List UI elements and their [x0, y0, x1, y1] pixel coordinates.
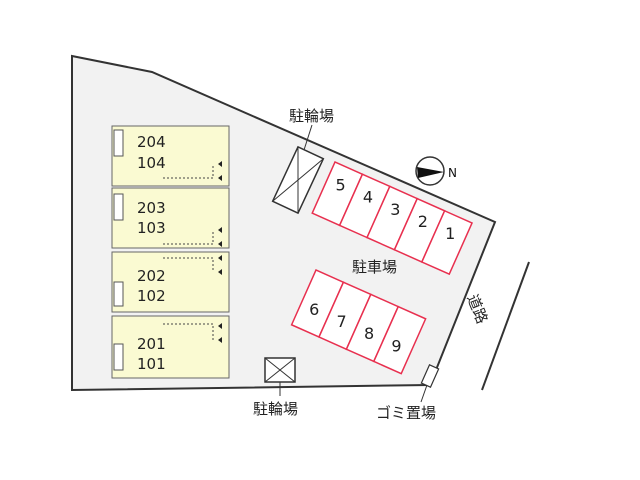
parking-row-lower: 6 7 8 9 — [290, 269, 427, 375]
garbage-area — [420, 364, 440, 388]
unit-block-1: 204 104 — [111, 125, 230, 187]
bicycle-parking-top-label: 駐輪場 — [289, 107, 334, 125]
garbage-label: ゴミ置場 — [376, 404, 436, 422]
bicycle-parking-top-leader — [303, 124, 313, 151]
unit-number-upper: 202 — [137, 267, 166, 285]
svg-text:8: 8 — [364, 324, 374, 343]
svg-text:1: 1 — [445, 224, 455, 243]
building: 204 104 203 103 202 102 201 — [111, 125, 230, 379]
road-edge-line — [481, 261, 530, 391]
north-compass-icon: N — [415, 156, 457, 186]
svg-text:7: 7 — [337, 312, 347, 331]
svg-text:9: 9 — [391, 336, 401, 355]
unit-number-upper: 201 — [137, 335, 166, 353]
north-label: N — [448, 166, 457, 180]
unit-block-4: 201 101 — [111, 315, 230, 379]
unit-block-3: 202 102 — [111, 251, 230, 313]
garbage-leader — [420, 384, 428, 403]
svg-text:4: 4 — [363, 188, 373, 207]
unit-number-lower: 103 — [137, 219, 166, 237]
bicycle-parking-top — [271, 145, 325, 215]
parking-slot: 9 — [372, 305, 427, 375]
unit-number-upper: 203 — [137, 199, 166, 217]
parking-row-upper: 5 4 3 2 1 — [311, 161, 474, 276]
unit-block-2: 203 103 — [111, 187, 230, 249]
road-label: 道路 — [463, 292, 491, 327]
unit-number-lower: 104 — [137, 154, 166, 172]
svg-text:5: 5 — [335, 175, 345, 194]
svg-text:6: 6 — [309, 300, 319, 319]
bicycle-parking-bottom-label: 駐輪場 — [253, 400, 298, 418]
unit-number-lower: 101 — [137, 355, 166, 373]
svg-text:3: 3 — [390, 200, 400, 219]
unit-number-lower: 102 — [137, 287, 166, 305]
svg-text:2: 2 — [418, 212, 428, 231]
parking-slot: 1 — [420, 209, 474, 276]
unit-number-upper: 204 — [137, 133, 166, 151]
parking-label: 駐車場 — [352, 258, 397, 276]
bicycle-parking-bottom — [264, 357, 296, 396]
